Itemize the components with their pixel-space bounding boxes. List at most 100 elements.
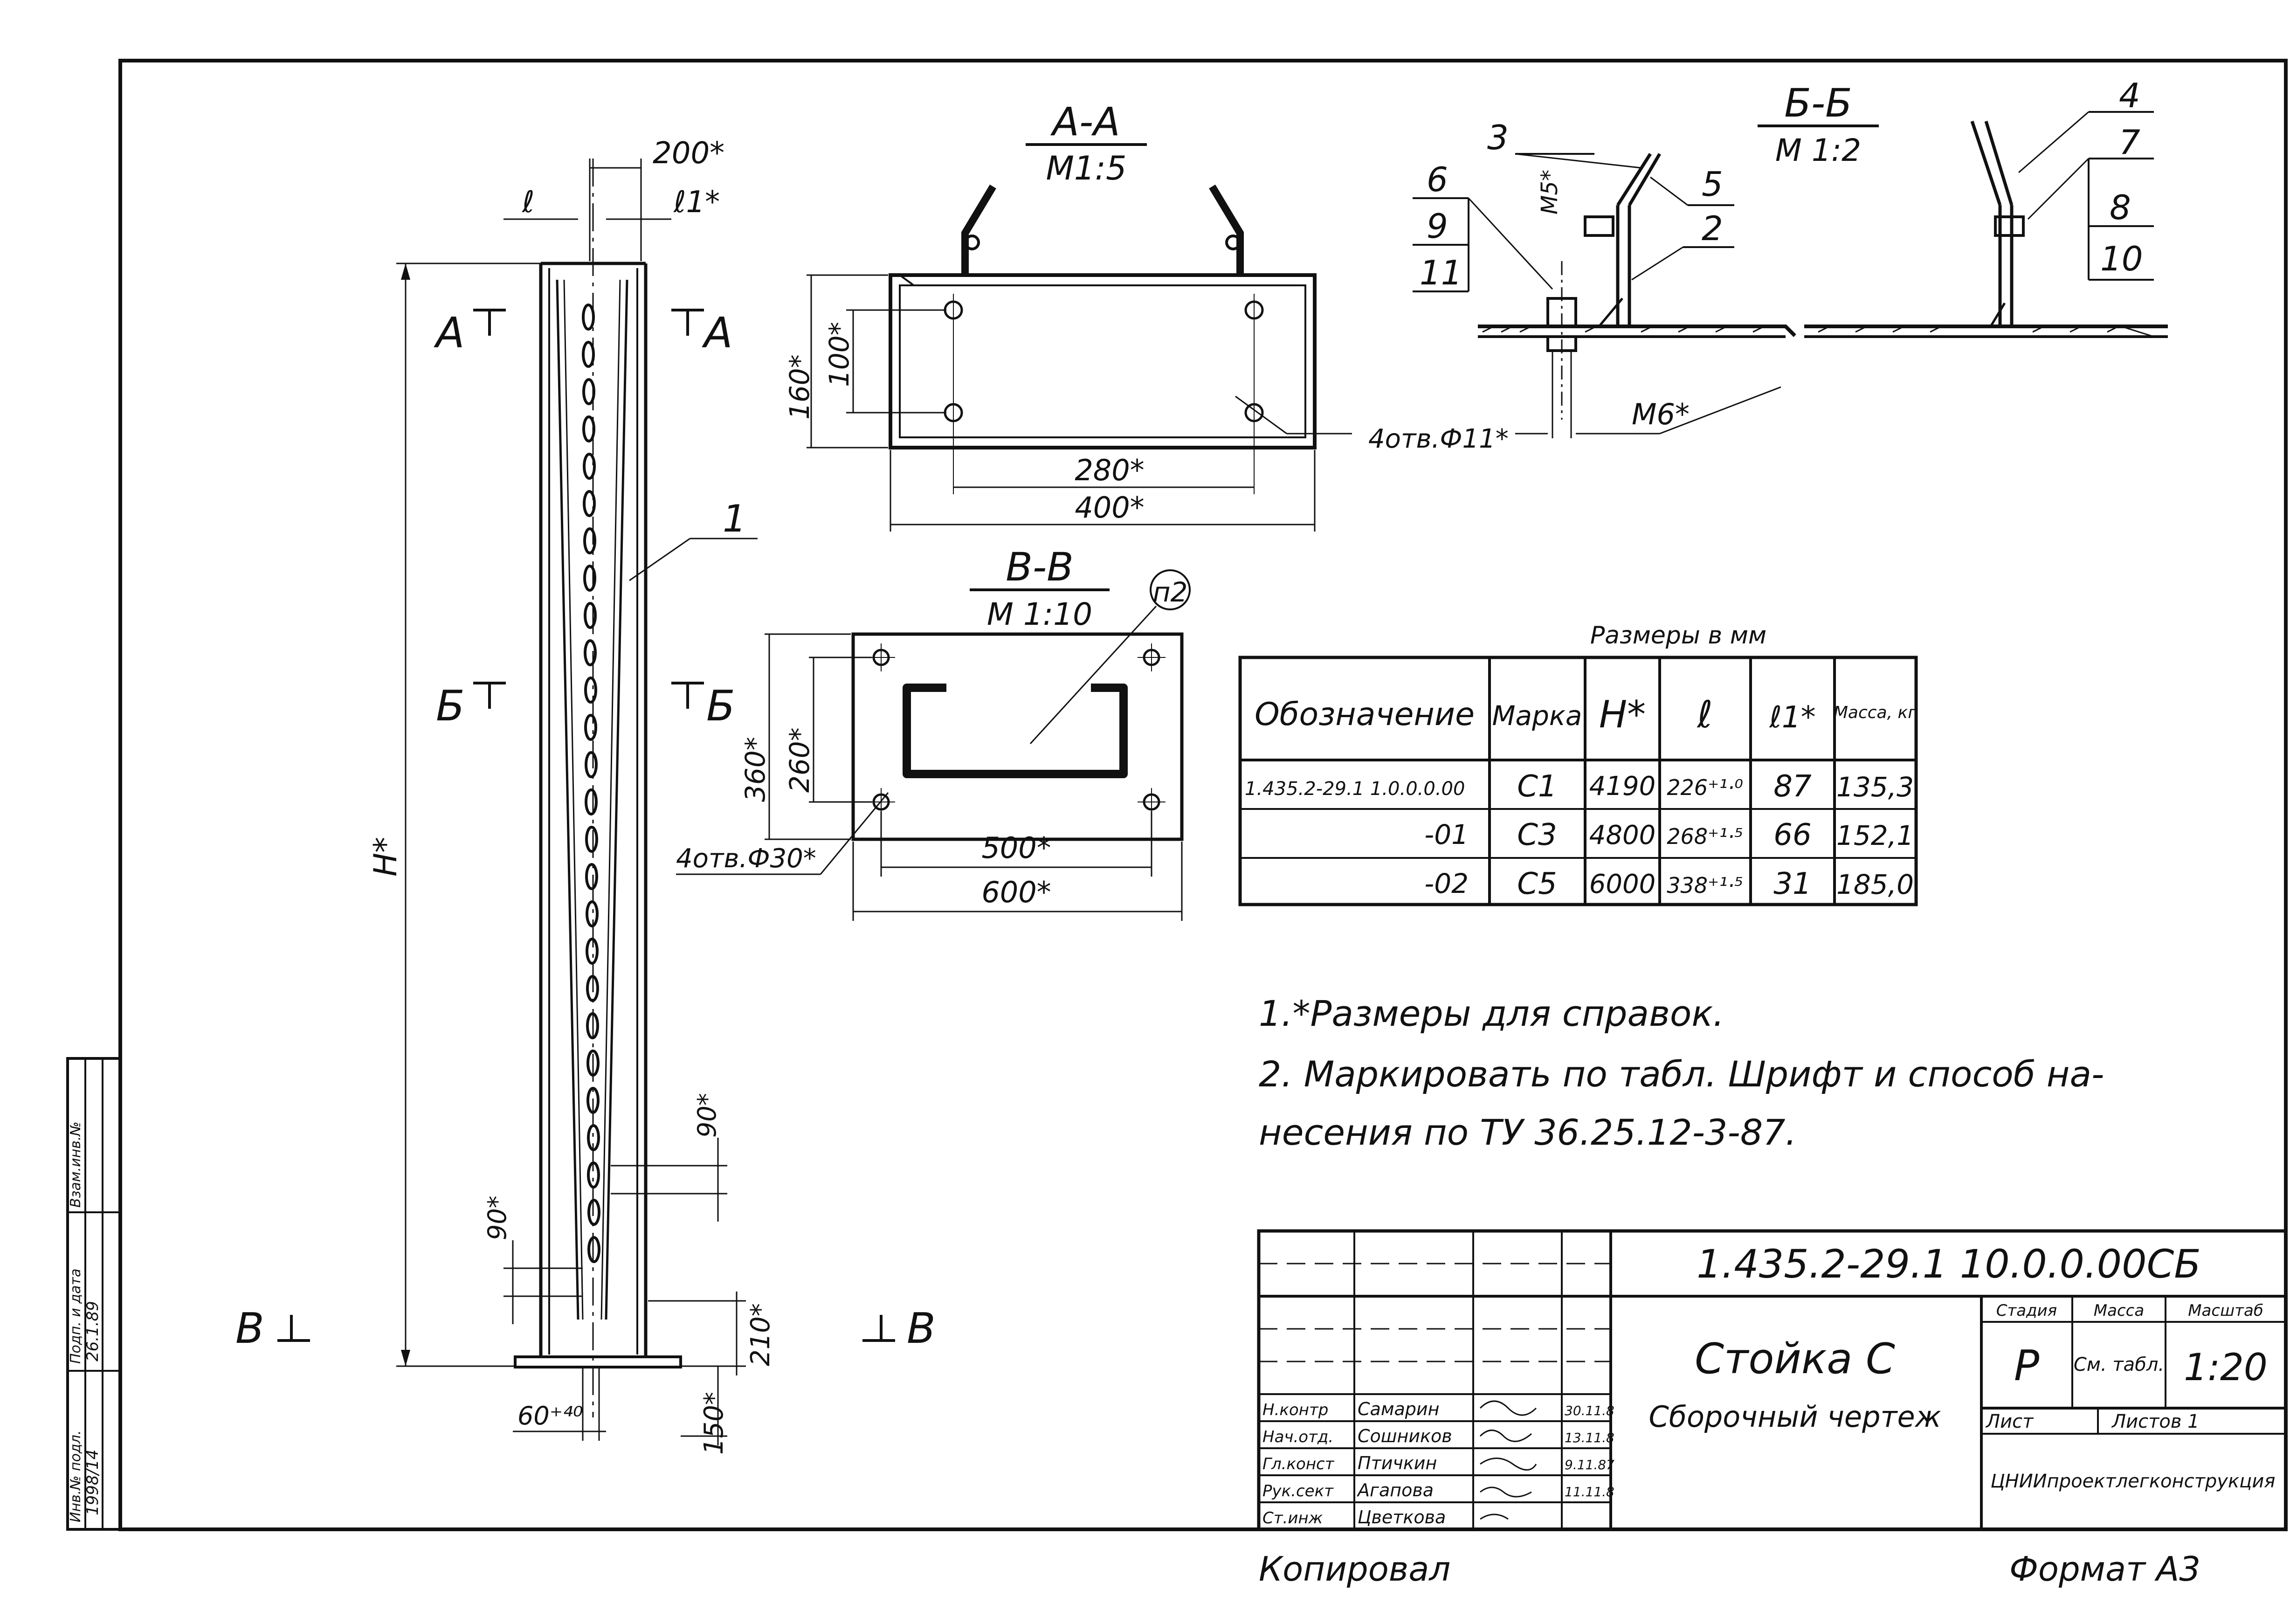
tb-role-5: Ст.инж (1262, 1509, 1323, 1527)
section-aa-title: А-А (1050, 99, 1120, 145)
th-l1: ℓ1* (1769, 700, 1815, 735)
main-view: 200* ℓ ℓ1* H* 1 А А Б Б В В 90* (235, 136, 936, 1455)
tb-role-4: Рук.сект (1262, 1482, 1334, 1500)
th-l: ℓ (1696, 693, 1712, 736)
bb-label-6: 6 (1427, 160, 1448, 199)
th-h: H* (1599, 693, 1646, 736)
bb-label-5: 5 (1702, 165, 1723, 204)
section-aa-scale: М1:5 (1046, 149, 1126, 187)
vv-dim-600: 600* (981, 875, 1051, 909)
bb-label-7: 7 (2119, 123, 2140, 162)
cell-r1-l: 226⁺¹·⁰ (1667, 775, 1743, 800)
tb-date-3: 9.11.87 (1565, 1457, 1614, 1472)
cell-r3-mass: 185,0 (1836, 869, 1914, 900)
cut-a-right: А (702, 309, 733, 358)
cell-r2-designation: -01 (1424, 819, 1469, 850)
section-bb-title: Б-Б (1784, 80, 1852, 126)
section-bb: Б-Б М 1:2 3 6 9 11 (1413, 76, 2168, 438)
dim-60: 60⁺⁴⁰ (517, 1401, 583, 1431)
dim-160: 160* (784, 354, 815, 420)
cell-r2-l1: 66 (1773, 818, 1811, 852)
side-stamp-col2: Подп. и дата (68, 1269, 84, 1364)
bb-dim-m5: М5* (1537, 170, 1563, 214)
bb-label-3: 3 (1487, 118, 1509, 157)
tb-name-line2: Сборочный чертеж (1649, 1400, 1941, 1434)
bb-label-4: 4 (2119, 76, 2140, 115)
tb-org: ЦНИИпроектлегконструкция (1991, 1471, 2276, 1492)
tb-stage: Р (2014, 1341, 2040, 1390)
section-aa-holes: 4отв.Ф11* (1368, 424, 1509, 454)
cell-r3-l: 338⁺¹·⁵ (1667, 873, 1743, 898)
cell-r3-h: 6000 (1589, 869, 1656, 899)
title-block: Н.контр Нач.отд. Гл.конст Рук.сект Ст.ин… (1257, 1229, 2288, 1531)
section-vv-title: В-В (1006, 544, 1074, 590)
dim-h: H* (367, 837, 404, 877)
tb-sheet: Лист (1985, 1411, 2034, 1432)
cell-r2-l: 268⁺¹·⁵ (1667, 824, 1743, 849)
tb-col-mass: Масса (2094, 1301, 2144, 1320)
bb-label-10: 10 (2100, 239, 2143, 278)
cell-r3-mark: С5 (1517, 867, 1557, 901)
th-mark: Марка (1492, 700, 1582, 732)
dim-400: 400* (1075, 491, 1144, 525)
cut-v-left: В (235, 1304, 264, 1353)
section-vv-scale: М 1:10 (987, 596, 1092, 632)
notes: 1.*Размеры для справок. 2. Маркировать п… (1259, 993, 2104, 1153)
footer-format: Формат А3 (2009, 1549, 2200, 1589)
cut-a-left: А (434, 309, 465, 358)
vv-holes: 4отв.Ф30* (676, 843, 816, 874)
dim-l: ℓ (522, 185, 534, 220)
tb-role-3: Гл.конст (1262, 1455, 1335, 1473)
tb-col-scale: Масштаб (2188, 1301, 2263, 1320)
bb-dim-m6: М6* (1632, 397, 1690, 431)
footer-copied: Копировал (1259, 1549, 1450, 1589)
dim-l1: ℓ1* (673, 185, 720, 220)
cut-b-right: Б (706, 682, 735, 731)
cell-r1-l1: 87 (1773, 769, 1812, 804)
cell-r1-mass: 135,3 (1836, 771, 1914, 803)
vv-dim-260: 260* (784, 727, 815, 793)
tb-col-stage: Стадия (1996, 1301, 2057, 1320)
side-stamp-inv-no: 1998/14 (83, 1450, 102, 1515)
tb-name-2: Сошников (1358, 1426, 1452, 1446)
dim-90-left: 90* (483, 1196, 512, 1240)
vv-callout: п2 (1153, 576, 1188, 608)
tb-mass: См. табл. (2074, 1354, 2164, 1375)
tb-date-2: 13.11.8 (1565, 1430, 1614, 1445)
note-1: 1.*Размеры для справок. (1259, 993, 1724, 1034)
section-vv: В-В М 1:10 п2 360* 260* 500* 600* (676, 544, 1191, 921)
tb-date-4: 11.11.8 (1565, 1484, 1614, 1500)
leader-1: 1 (723, 497, 746, 540)
section-aa: А-А М1:5 160* 100* 280* 400* (784, 99, 1509, 532)
side-stamp-col3: Взам.инв.№ (68, 1121, 84, 1208)
section-bb-scale: М 1:2 (1775, 132, 1861, 168)
side-stamp-date: 26.1.89 (83, 1301, 102, 1361)
cut-b-left: Б (436, 682, 465, 731)
cell-r1-mark: С1 (1517, 769, 1557, 804)
th-mass: Масса, кг (1834, 703, 1917, 722)
bb-label-11: 11 (1420, 253, 1462, 292)
table-caption: Размеры в мм (1590, 622, 1766, 650)
tb-name-1: Самарин (1358, 1399, 1439, 1419)
tb-sheets: Листов 1 (2111, 1411, 2200, 1432)
side-stamp: Взам.инв.№ Подп. и дата Инв.№ подл. 26.1… (66, 1057, 122, 1531)
bb-label-9: 9 (1427, 207, 1448, 246)
dim-210: 210* (745, 1303, 776, 1366)
cell-r2-mass: 152,1 (1836, 820, 1914, 851)
cell-r1-designation: 1.435.2-29.1 1.0.0.0.00 (1245, 778, 1465, 800)
dim-200: 200* (653, 136, 724, 171)
drawing-frame (118, 59, 2288, 1531)
cell-r2-h: 4800 (1589, 820, 1656, 850)
vv-dim-500: 500* (981, 831, 1051, 865)
dim-90-right: 90* (692, 1093, 722, 1138)
tb-name-4: Агапова (1356, 1480, 1434, 1500)
cut-v-right: В (907, 1304, 936, 1353)
tb-name-line1: Стойка С (1695, 1334, 1895, 1383)
cell-r1-h: 4190 (1589, 771, 1656, 802)
tb-role-1: Н.контр (1262, 1401, 1328, 1419)
side-stamp-col1: Инв.№ подл. (68, 1431, 84, 1522)
note-3: несения по ТУ 36.25.12-3-87. (1259, 1112, 1797, 1153)
dim-100: 100* (823, 322, 855, 387)
